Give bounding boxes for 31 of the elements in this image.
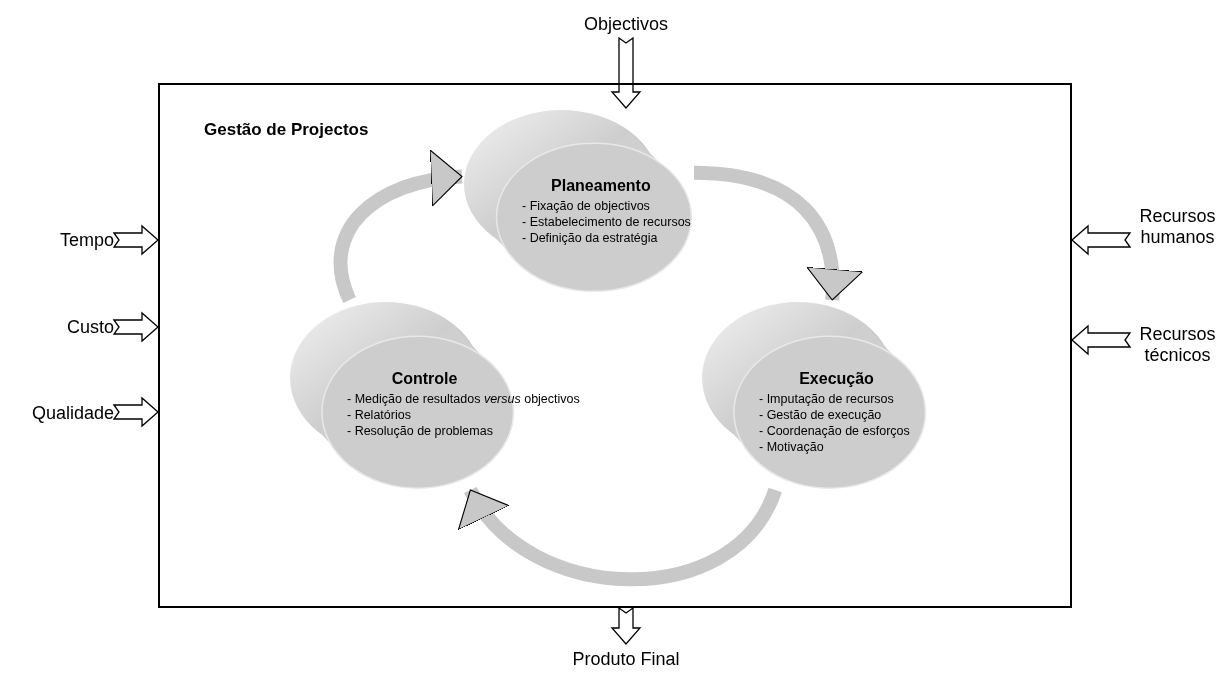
block-arrow <box>1071 324 1132 356</box>
block-arrow <box>1071 224 1132 256</box>
input-label: Recursos técnicos <box>1130 318 1225 372</box>
block-arrow <box>112 396 159 428</box>
input-label: Qualidade <box>4 398 114 428</box>
cylinder-title: Controle <box>391 370 458 389</box>
input-label: Recursos humanos <box>1130 200 1225 254</box>
block-arrow <box>610 606 642 645</box>
list-item: - Motivação <box>759 439 824 456</box>
list-item: - Gestão de execução <box>759 407 882 424</box>
list-item: - Resolução de problemas <box>347 423 493 440</box>
list-item: - Estabelecimento de recursos <box>522 213 691 230</box>
list-item: - Medição de resultados versus objectivos <box>347 391 580 408</box>
list-item: - Coordenação de esforços <box>759 423 910 440</box>
list-item: - Definição da estratégia <box>522 229 658 246</box>
cylinder-title: Planeamento <box>551 176 651 195</box>
frame-box <box>158 83 1072 608</box>
input-label: Produto Final <box>556 644 696 674</box>
list-item: - Relatórios <box>347 407 411 424</box>
input-label: Custo <box>4 312 114 342</box>
curved-arrow <box>693 165 862 301</box>
input-label: Objectivos <box>566 10 686 38</box>
block-arrow <box>610 36 642 109</box>
frame-heading: Gestão de Projectos <box>204 120 369 140</box>
list-item: - Fixação de objectivos <box>522 197 650 214</box>
block-arrow <box>112 224 159 256</box>
curved-arrow <box>333 150 463 303</box>
block-arrow <box>112 311 159 343</box>
list-item: - Imputação de recursos <box>759 391 894 408</box>
input-label: Tempo <box>4 225 114 255</box>
cylinder-title: Execução <box>799 370 874 389</box>
